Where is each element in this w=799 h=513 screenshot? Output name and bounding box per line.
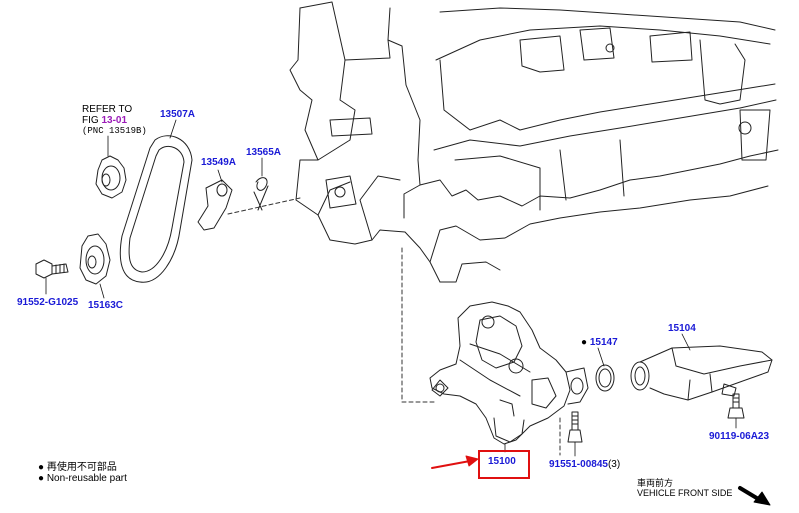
legend: ● 再使用不可部品 ● Non-reusable part [38, 462, 127, 484]
refer-note-fig-prefix: FIG [82, 115, 102, 126]
crank-sprocket-drawing [95, 155, 127, 199]
refer-note-pnc: (PNC 13519B) [82, 126, 147, 136]
part-label-15147-number: 15147 [589, 337, 618, 348]
highlighted-part-box [478, 450, 530, 479]
refer-note: REFER TO FIG 13-01 (PNC 13519B) [82, 104, 147, 137]
dashed-leader-lines [227, 197, 561, 456]
vehicle-front-en: VEHICLE FRONT SIDE [637, 488, 733, 498]
part-label-13549A[interactable]: 13549A [201, 157, 237, 168]
timing-chain-drawing [119, 135, 193, 283]
bolt-90119-drawing [727, 393, 745, 419]
legend-row-en: ● Non-reusable part [38, 473, 127, 484]
oil-strainer-drawing [630, 345, 773, 401]
part-label-13507A[interactable]: 13507A [160, 109, 196, 120]
part-label-91551-number: 91551-00845 [549, 459, 608, 470]
part-label-13565A[interactable]: 13565A [246, 147, 282, 158]
part-label-15104[interactable]: 15104 [668, 323, 696, 334]
engine-block-drawing [289, 1, 779, 283]
part-leader-lines [45, 119, 737, 457]
vehicle-front-note: 車両前方 VEHICLE FRONT SIDE [637, 478, 732, 498]
part-label-90119-06A23[interactable]: 90119-06A23 [709, 431, 770, 442]
red-pointer-arrow [431, 455, 479, 469]
legend-text-en: Non-reusable part [46, 473, 127, 484]
part-label-91551-00845[interactable]: 91551-00845(3) [549, 459, 620, 470]
part-label-15163C[interactable]: 15163C [88, 300, 124, 311]
bolt-91552-drawing [35, 259, 69, 279]
tensioner-spring-drawing [253, 177, 269, 211]
part-label-15147[interactable]: ● 15147 [581, 337, 618, 348]
part-label-15100[interactable]: 15100 [488, 456, 516, 467]
oil-pump-assembly-drawing [429, 301, 589, 445]
fig-13-01-link[interactable]: 13-01 [101, 115, 128, 126]
bolt-91551-drawing [567, 411, 583, 443]
o-ring-drawing [595, 364, 615, 392]
legend-bullet-icon-2: ● [38, 473, 45, 484]
legend-row-jp: ● 再使用不可部品 [38, 462, 127, 473]
non-reusable-bullet-icon: ● [581, 337, 588, 348]
legend-bullet-icon: ● [38, 462, 45, 473]
part-label-91552-G1025[interactable]: 91552-G1025 [17, 297, 79, 308]
refer-note-line1: REFER TO [82, 104, 133, 115]
oil-pump-sprocket-drawing [79, 233, 111, 285]
vehicle-front-arrow-icon [738, 486, 771, 506]
part-label-91551-qty: (3) [607, 459, 621, 470]
refer-note-line2: FIG 13-01 [82, 115, 147, 126]
chain-tensioner-drawing [197, 179, 233, 231]
vehicle-front-jp: 車両前方 [637, 478, 674, 488]
legend-text-jp: 再使用不可部品 [46, 462, 117, 473]
